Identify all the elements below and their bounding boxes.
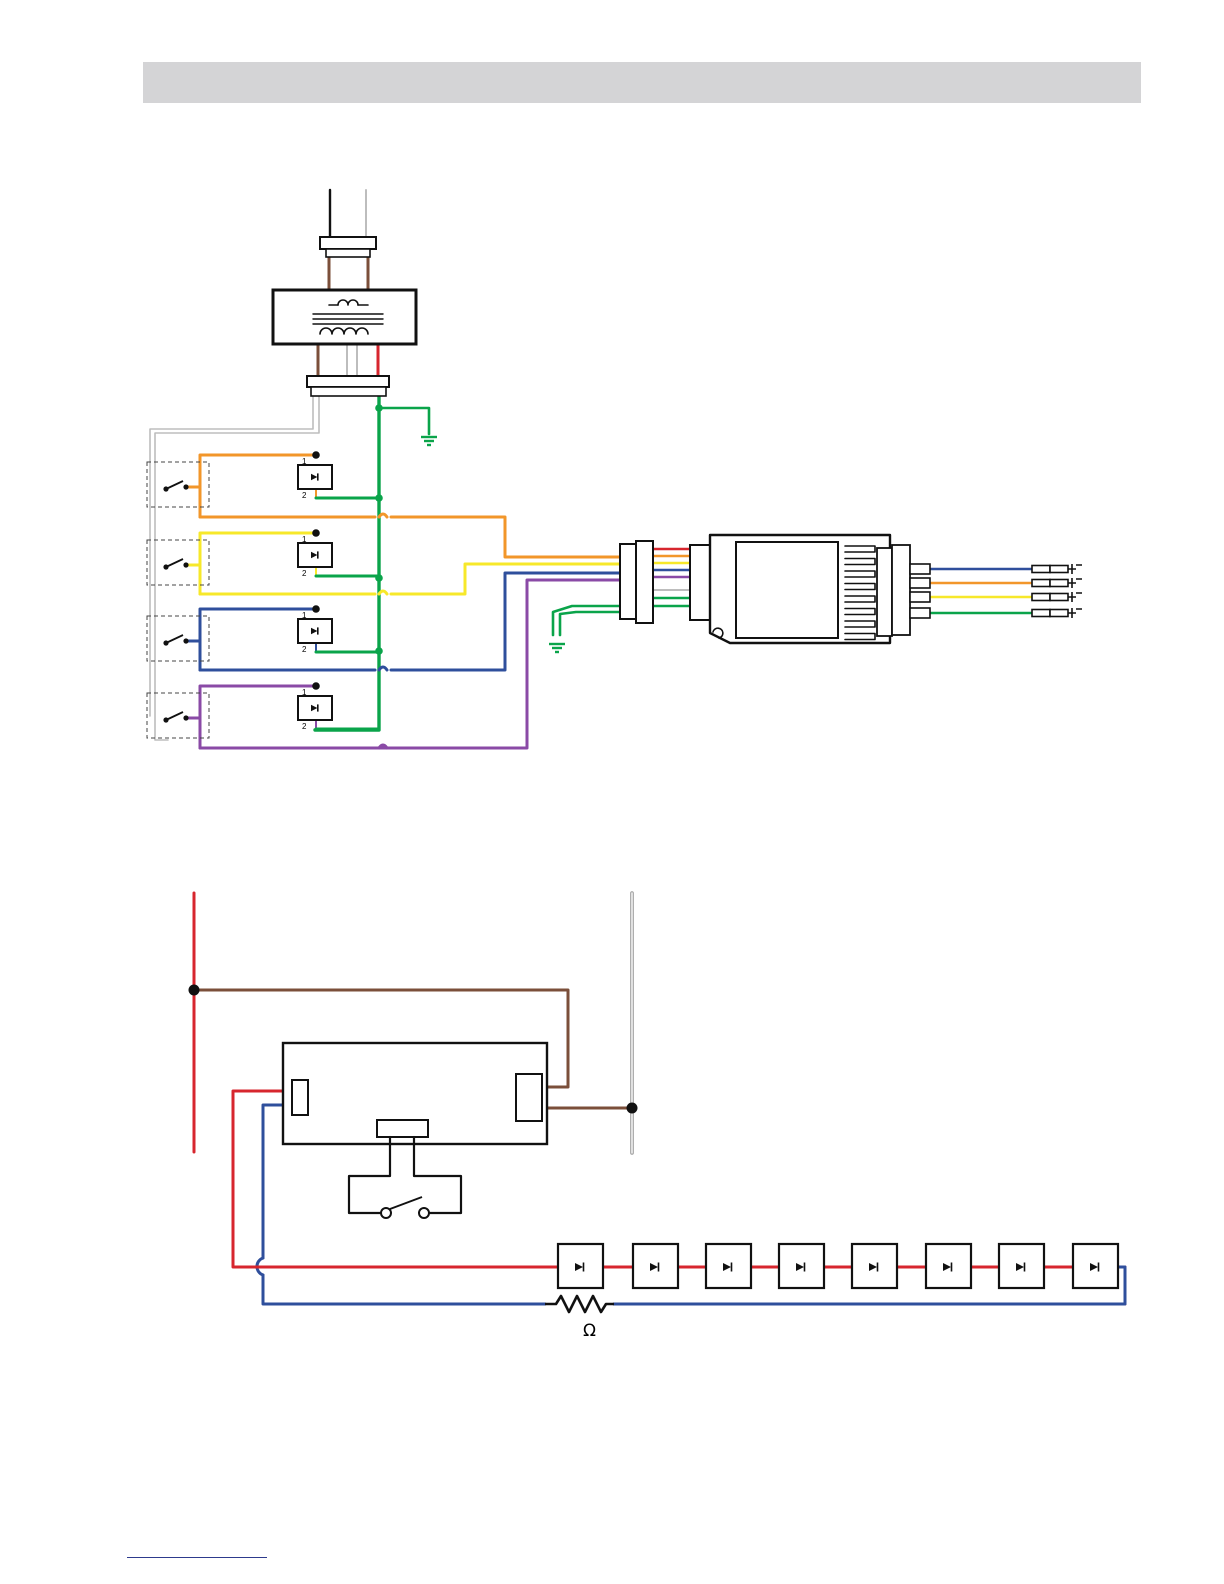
switch-lever: [390, 1197, 422, 1209]
resistor-icon: [545, 1296, 614, 1312]
switch-contact: [183, 638, 188, 643]
switch-icon: [163, 635, 188, 646]
transformer-connector-neck: [311, 387, 386, 396]
pin-label-1: 1: [302, 688, 307, 697]
valve-terminal: [312, 605, 320, 613]
control-module-output: [877, 548, 892, 636]
switch-contact: [419, 1208, 429, 1218]
cord-plug-top: [320, 237, 376, 249]
switch-lever: [166, 712, 183, 720]
output-socket: [910, 564, 930, 574]
lower-junction: [627, 1103, 638, 1114]
switch-lever: [166, 481, 183, 489]
pin-label-2: 2: [302, 491, 307, 500]
ground-icon: [549, 644, 565, 652]
footer-rule: [127, 1557, 267, 1558]
module-connector-a: [620, 544, 636, 619]
switch-wire: [414, 1137, 461, 1213]
green-junction: [375, 574, 383, 582]
cord-plug-neck: [326, 249, 370, 257]
valve-terminal: [312, 529, 320, 537]
ignitor-body: [1032, 594, 1050, 601]
pin-label-1: 1: [302, 535, 307, 544]
output-socket: [910, 592, 930, 602]
ground-icon: [421, 437, 437, 445]
wire-crossover: [379, 667, 387, 670]
switch-icon: [163, 559, 188, 570]
led-red-run: [256, 1267, 1125, 1304]
ignitor-body: [1050, 566, 1068, 573]
lower-junction: [189, 985, 200, 996]
switch-contact: [183, 562, 188, 567]
wire-crossover: [379, 591, 387, 594]
pin-label-2: 2: [302, 645, 307, 654]
switch-contact: [183, 484, 188, 489]
ignitor-body: [1032, 566, 1050, 573]
ignitor-body: [1050, 580, 1068, 587]
ignitor-tip: [1068, 564, 1082, 574]
switch-common-wire: [155, 396, 319, 740]
ignitor-body: [1032, 580, 1050, 587]
transformer-connector: [307, 376, 389, 387]
lower-controller-switch-port: [377, 1120, 428, 1137]
green-junction: [375, 647, 383, 655]
control-module-output-housing: [892, 545, 910, 635]
wire-crossover: [379, 514, 387, 517]
pin-label-1: 1: [302, 457, 307, 466]
resistor-label: Ω: [583, 1321, 596, 1341]
pin-label-1: 1: [302, 611, 307, 620]
switch-icon: [163, 481, 188, 492]
output-socket: [910, 608, 930, 618]
lower-controller-input: [292, 1080, 308, 1115]
ignitor-tip: [1068, 608, 1082, 618]
switch-lever: [166, 559, 183, 567]
module-ground: [560, 612, 620, 635]
green-junction: [375, 404, 383, 412]
module-socket: [690, 545, 710, 620]
ignitor-icon: [1032, 564, 1082, 574]
led-blue-return: [263, 1275, 545, 1304]
green-junction: [375, 494, 383, 502]
components: 1 2 1 2 1 2 1 2Ω: [147, 237, 1118, 1341]
valve-terminal: [312, 451, 320, 459]
module-ground: [553, 606, 620, 635]
switch-wire: [349, 1137, 390, 1213]
ignitor-icon: [1032, 578, 1082, 588]
control-module-label: [736, 542, 838, 638]
ignitor-tip: [1068, 578, 1082, 588]
ignitor-body: [1050, 610, 1068, 617]
purple-run: [200, 580, 620, 748]
valve-terminal: [312, 682, 320, 690]
pin-label-2: 2: [302, 569, 307, 578]
ignitor-body: [1050, 594, 1068, 601]
lower-controller-output: [516, 1074, 542, 1121]
ignitor-body: [1032, 610, 1050, 617]
switch-lever: [166, 635, 183, 643]
switch-icon: [163, 712, 188, 723]
orange-run: [200, 517, 620, 557]
ignitor-icon: [1032, 592, 1082, 602]
resistor-zigzag: [545, 1296, 614, 1312]
module-connector-b: [636, 541, 653, 623]
ignitor-icon: [1032, 608, 1082, 618]
pin-label-2: 2: [302, 722, 307, 731]
output-socket: [910, 578, 930, 588]
transformer-icon: [273, 290, 416, 344]
blue-run: [200, 573, 620, 670]
switch-contact: [183, 715, 188, 720]
switch-common-wire: [150, 396, 313, 716]
switch-icon: [381, 1197, 429, 1218]
ignitor-tip: [1068, 592, 1082, 602]
switch-contact: [381, 1208, 391, 1218]
ground-wire: [379, 408, 429, 434]
